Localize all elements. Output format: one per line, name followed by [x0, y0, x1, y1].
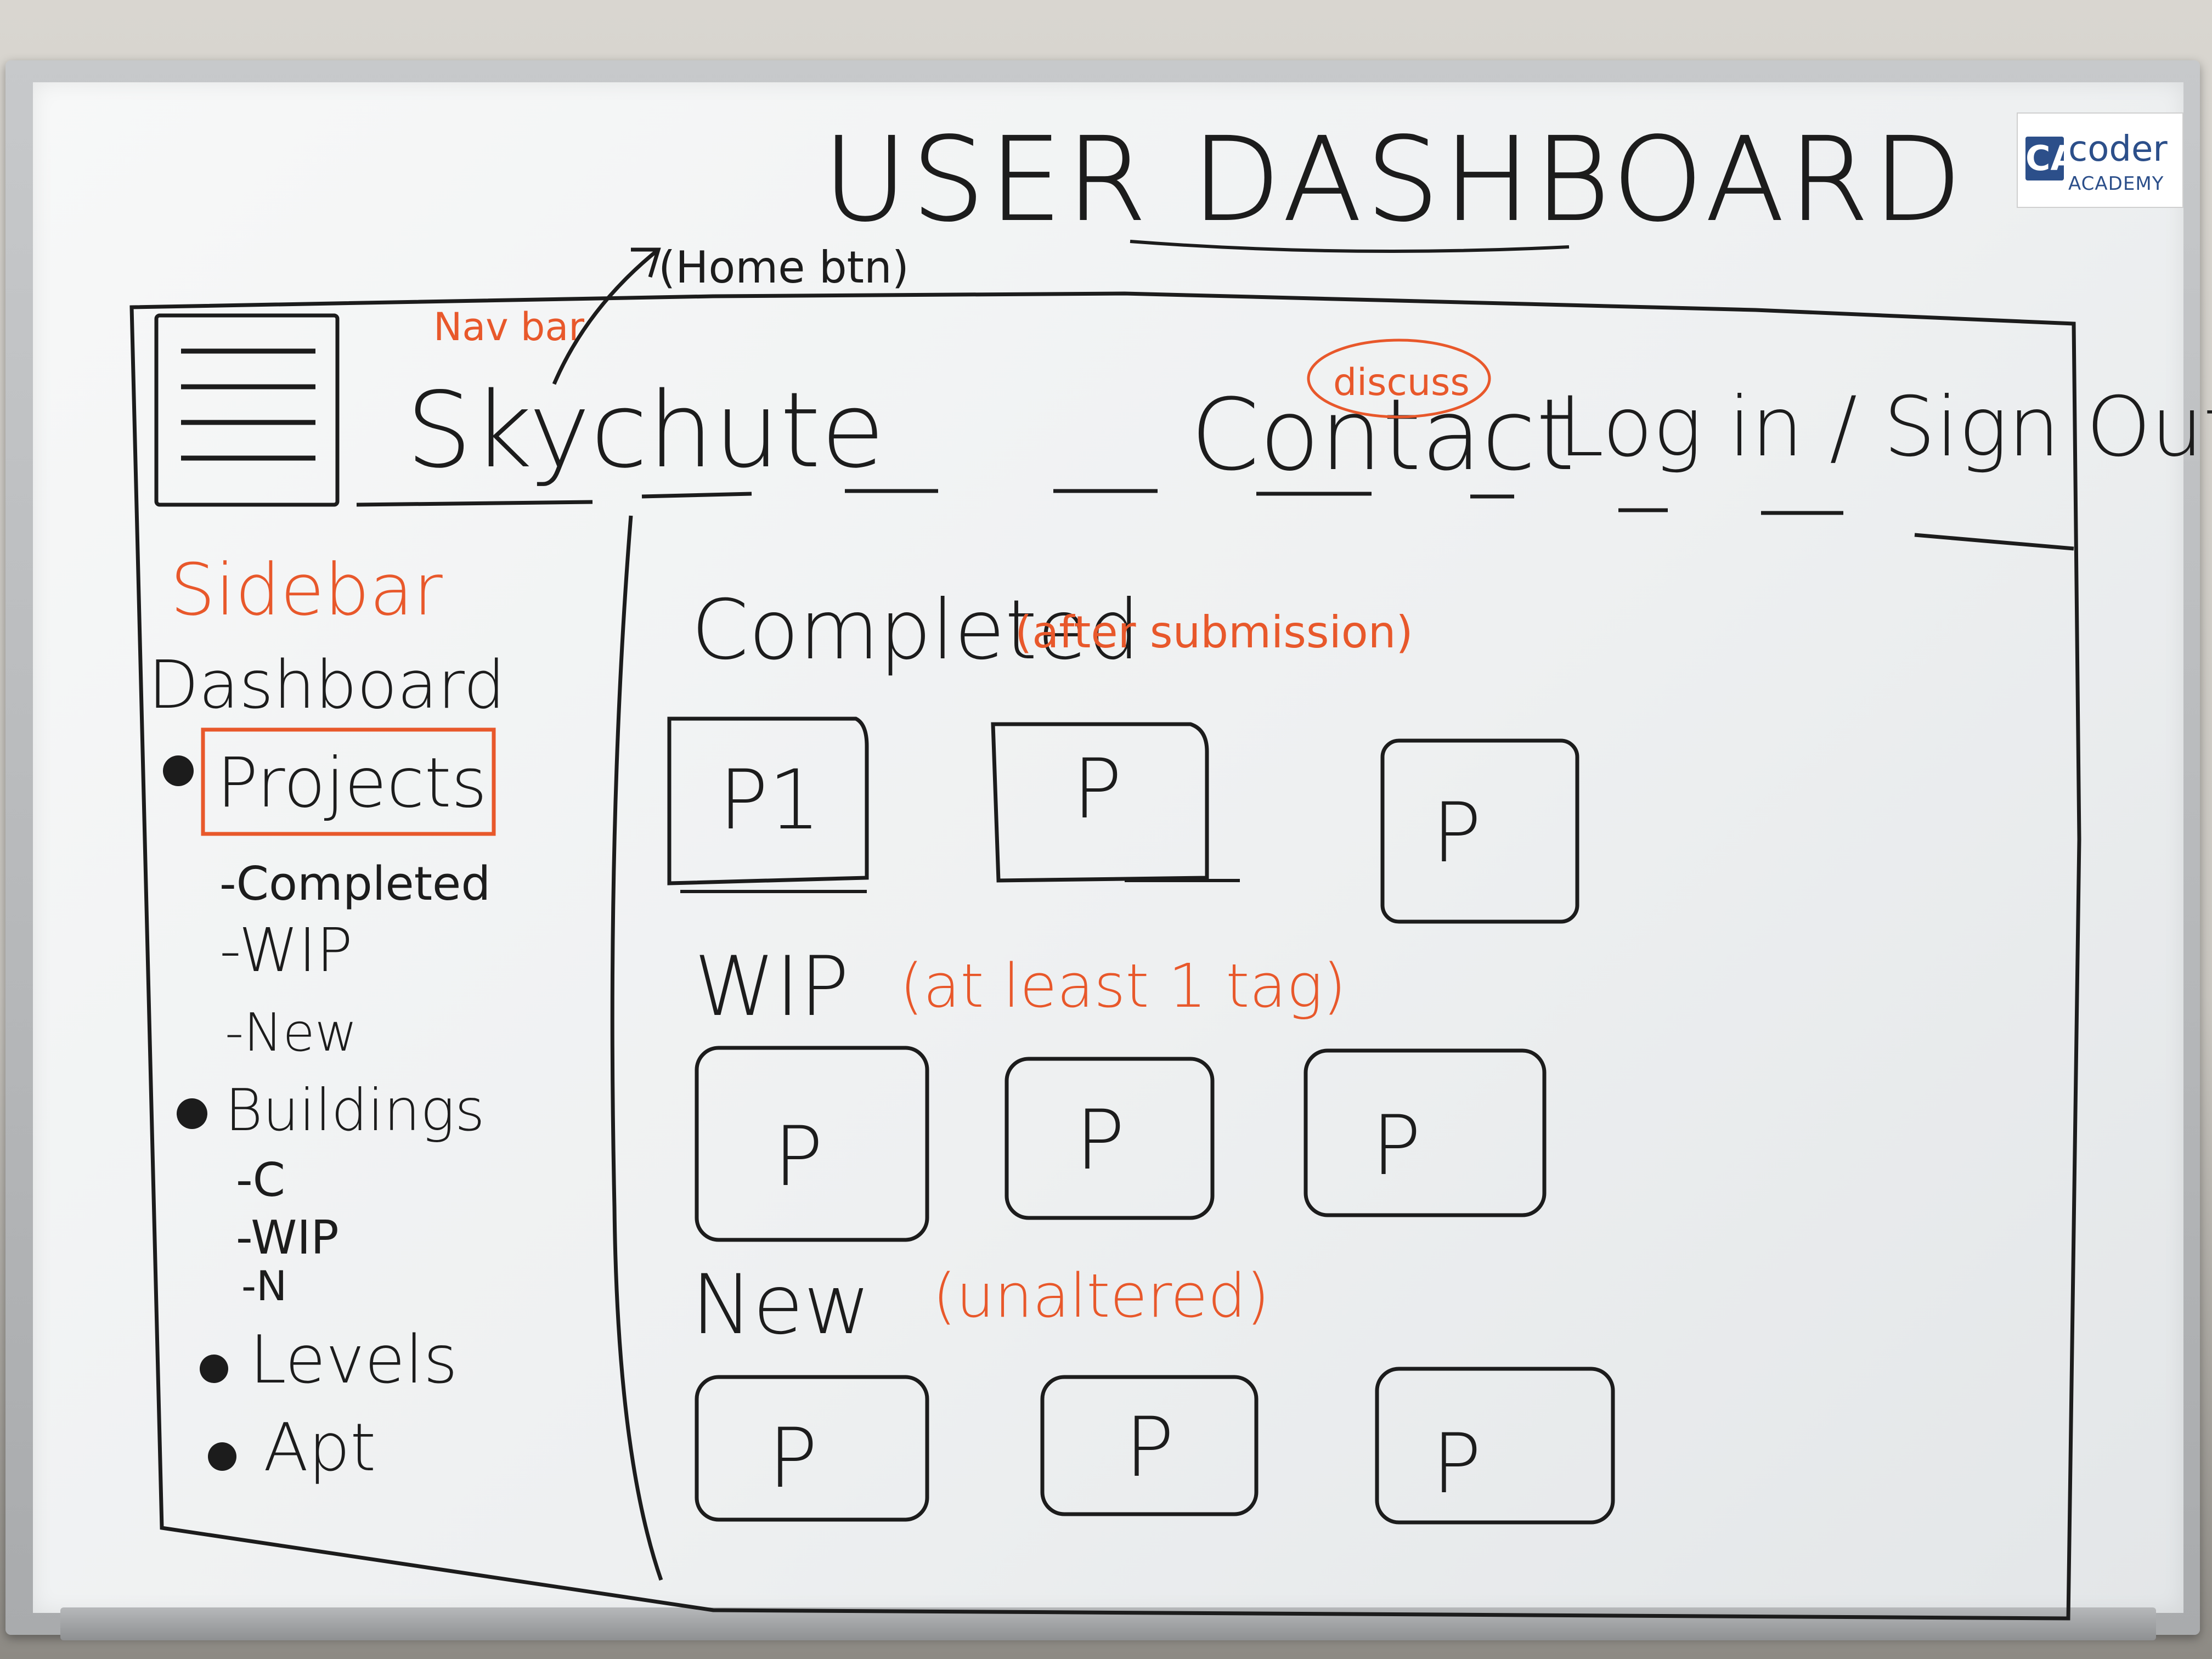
project-card-label: P: [774, 1109, 823, 1205]
section-new-note: (unaltered): [933, 1261, 1269, 1331]
discuss-annotation-circle: [1307, 338, 1491, 419]
project-card-border: [695, 1375, 929, 1522]
project-card-label: P: [1432, 1417, 1481, 1512]
project-card[interactable]: P: [1380, 738, 1579, 924]
sidebar-item-apt[interactable]: Apt: [263, 1410, 376, 1486]
projects-bullet-icon: [163, 755, 194, 786]
project-card[interactable]: P: [1375, 1367, 1615, 1525]
navbar-divider: [356, 489, 2074, 551]
project-card-border: [695, 1046, 929, 1242]
nav-contact-link[interactable]: Contact: [1190, 378, 1575, 493]
sidebar-subitem-wip-buildings[interactable]: -WIP: [236, 1211, 339, 1265]
sidebar-annotation: Sidebar: [170, 548, 443, 631]
sidebar-item-buildings[interactable]: Buildings: [225, 1077, 485, 1144]
project-card[interactable]: P: [1304, 1048, 1547, 1217]
project-card[interactable]: P: [991, 722, 1240, 883]
whiteboard-surface: [33, 82, 2183, 1613]
buildings-bullet-icon: [177, 1098, 207, 1129]
sidebar-subitem-wip[interactable]: -WIP: [219, 915, 353, 985]
project-card-label: P: [1073, 742, 1122, 837]
project-card[interactable]: P: [695, 1375, 929, 1522]
project-card-border: [1005, 1057, 1215, 1220]
project-card[interactable]: P: [1040, 1375, 1259, 1516]
sidebar-item-projects[interactable]: Projects: [217, 743, 487, 823]
sidebar-item-levels[interactable]: Levels: [250, 1322, 458, 1398]
sidebar-divider: [610, 515, 663, 1581]
logo-text-coder: coder: [2068, 129, 2168, 170]
project-card-border: [1375, 1367, 1615, 1525]
sidebar-subitem-new[interactable]: -New: [225, 1003, 358, 1063]
sidebar-subitem-n[interactable]: -N: [241, 1262, 287, 1310]
project-card[interactable]: P: [1005, 1057, 1215, 1220]
section-completed-note: (after submission): [1015, 607, 1413, 658]
project-card-label: P: [1432, 786, 1481, 881]
sidebar-subitem-completed[interactable]: -Completed: [219, 857, 490, 911]
project-card-label: P: [768, 1411, 817, 1506]
project-card-label: P: [1075, 1093, 1125, 1188]
wireframe-outer-border: [129, 291, 2081, 1621]
project-card-border: [1380, 738, 1579, 924]
brand-skychute[interactable]: Skychute: [406, 370, 885, 491]
levels-bullet-icon: [200, 1355, 228, 1383]
logo-text-academy: ACADEMY: [2068, 173, 2164, 195]
project-card-border: [1304, 1048, 1547, 1217]
section-completed-label: Completed: [691, 583, 1140, 678]
project-card-border: [1040, 1375, 1259, 1516]
home-button-annotation: (Home btn): [658, 242, 909, 293]
title-underline: [1130, 240, 1570, 253]
navbar-annotation: Nav bar: [433, 304, 584, 349]
sidebar-subitem-c[interactable]: -C: [236, 1153, 285, 1207]
project-card-label: P: [1125, 1400, 1174, 1496]
sidebar-item-dashboard[interactable]: Dashboard: [148, 647, 505, 724]
home-annotation-arrow: [552, 247, 661, 385]
dashboard-title: USER DASHBOARD: [823, 112, 1966, 247]
projects-highlight-box: [201, 727, 496, 836]
hamburger-menu-icon: [154, 313, 340, 507]
project-card-border: [991, 722, 1209, 883]
project-card-label: P: [1372, 1098, 1421, 1194]
project-card[interactable]: P1: [667, 716, 869, 893]
section-wip-note: (at least 1 tag): [900, 951, 1346, 1021]
nav-login-signout-link[interactable]: Log in / Sign Out: [1558, 380, 2212, 475]
project-card-label: P1: [719, 753, 821, 848]
project-card-border: [667, 716, 869, 885]
section-wip-label: WIP: [694, 939, 849, 1035]
apt-bullet-icon: [208, 1442, 236, 1471]
coder-academy-logo: CA coder ACADEMY: [2017, 112, 2183, 208]
contact-note: discuss: [1333, 361, 1470, 404]
section-new-label: New: [691, 1257, 871, 1353]
project-card[interactable]: P: [695, 1046, 929, 1242]
